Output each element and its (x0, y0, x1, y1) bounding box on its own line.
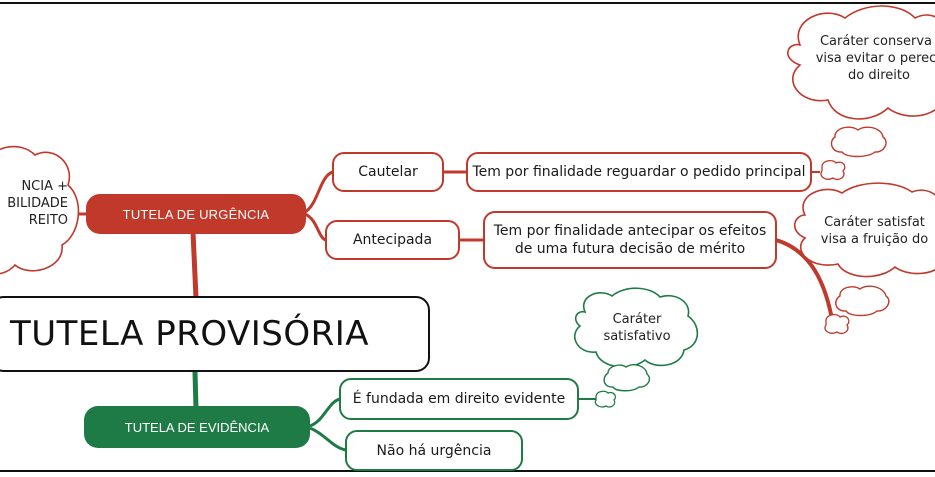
antecipada-detail-line-1: Tem por finalidade antecipar os efeitos (493, 223, 767, 239)
evidencia-item-2-node[interactable]: Não há urgência (345, 430, 523, 471)
evidencia-item-1-node[interactable]: É fundada em direito evidente (339, 378, 579, 420)
cloud-evidencia-small-1 (603, 364, 651, 392)
connector-urgencia-to-antecipada (304, 212, 327, 242)
antecipada-detail-line-2: de uma futura decisão de mérito (514, 241, 746, 257)
cloud-cautelar-text: Caráter conserva visa evitar o perec do … (806, 33, 935, 84)
antecipada-node[interactable]: Antecipada (325, 220, 460, 260)
cloud-evidencia-line-1: Caráter (612, 312, 662, 327)
connector-evidencia-to-item2 (309, 426, 347, 452)
cloud-evidencia-line-2: satisfativo (603, 329, 671, 344)
root-node[interactable]: TUTELA PROVISÓRIA (0, 296, 430, 372)
cloud-evidencia (574, 287, 699, 368)
cautelar-detail-node[interactable]: Tem por finalidade reguardar o pedido pr… (466, 152, 812, 192)
connector-root-to-evidencia (192, 369, 199, 411)
frame-top-line (0, 2, 935, 4)
cloud-left-note (0, 145, 80, 275)
cloud-cautelar-small-1 (830, 126, 887, 158)
cloud-antecipada-text: Caráter satisfat visa a fruição do (812, 214, 935, 248)
tutela-evidencia-node[interactable]: TUTELA DE EVIDÊNCIA (84, 406, 310, 448)
cautelar-node[interactable]: Cautelar (332, 152, 444, 192)
cloud-evidencia-text: Caráter satisfativo (592, 311, 682, 345)
cloud-cautelar-line-1: Caráter conserva (819, 34, 933, 49)
tutela-urgencia-node[interactable]: TUTELA DE URGÊNCIA (86, 194, 306, 234)
connector-evidencia-to-item1 (309, 397, 341, 428)
connector-root-to-urgencia (190, 229, 199, 301)
cloud-cautelar-line-3: do direito (848, 68, 910, 83)
cloud-antecipada-small-2 (824, 313, 850, 335)
cloud-antecipada (794, 182, 935, 278)
left-note-line-1: NCIA + (21, 179, 68, 194)
frame-bottom-line (0, 470, 935, 472)
left-note-line-3: REITO (28, 213, 68, 228)
antecipada-detail-node[interactable]: Tem por finalidade antecipar os efeitos … (483, 211, 777, 269)
cloud-cautelar (787, 5, 935, 120)
cloud-cautelar-small-2 (820, 159, 846, 181)
cloud-cautelar-line-2: visa evitar o perec (815, 51, 935, 66)
cloud-antecipada-small-1 (835, 285, 890, 317)
connector-antecipada-to-cloud (774, 238, 835, 327)
cloud-evidencia-small-2 (594, 390, 617, 408)
cloud-antecipada-line-2: visa a fruição do (820, 232, 929, 247)
left-note-line-2: BILIDADE (7, 196, 68, 211)
left-note-text: NCIA + BILIDADE REITO (0, 178, 68, 229)
connector-urgencia-to-cautelar (304, 170, 334, 214)
cloud-antecipada-line-1: Caráter satisfat (824, 215, 925, 230)
